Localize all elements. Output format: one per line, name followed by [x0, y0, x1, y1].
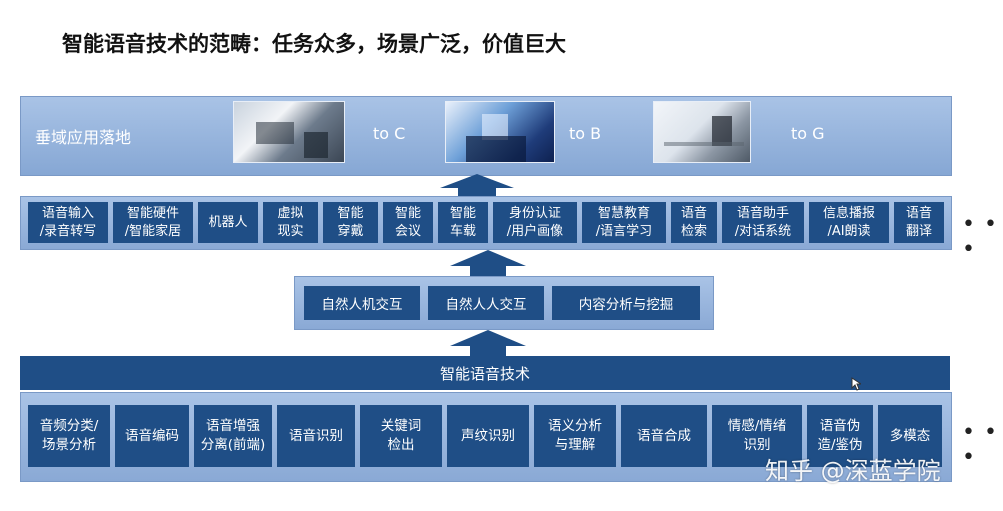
smart-home-photo — [233, 101, 345, 163]
core-tech-box: 语音增强 分离(前端) — [194, 405, 272, 467]
application-row: 语音输入 /录音转写 智能硬件 /智能家居 机器人 虚拟 现实 智能 穿戴 智能… — [20, 196, 952, 250]
core-tech-box: 多模态 — [878, 405, 942, 467]
interaction-box: 内容分析与挖掘 — [552, 286, 700, 320]
core-technology-header: 智能语音技术 — [20, 356, 950, 390]
core-tech-box: 声纹识别 — [447, 405, 529, 467]
target-to-c: to C — [373, 124, 406, 143]
app-box: 智能 穿戴 — [323, 202, 378, 243]
core-tech-box: 语音识别 — [277, 405, 355, 467]
core-tech-box: 情感/情绪 识别 — [712, 405, 802, 467]
app-box: 智能硬件 /智能家居 — [113, 202, 193, 243]
up-arrow-icon — [450, 250, 526, 278]
core-technology-row: 音频分类/ 场景分析 语音编码 语音增强 分离(前端) 语音识别 关键词 检出 … — [20, 392, 952, 482]
core-tech-box: 语义分析 与理解 — [534, 405, 616, 467]
core-tech-box: 音频分类/ 场景分析 — [28, 405, 110, 467]
core-tech-box: 语音伪 造/鉴伪 — [807, 405, 873, 467]
up-arrow-icon — [450, 330, 526, 358]
app-box: 虚拟 现实 — [263, 202, 318, 243]
business-photo — [445, 101, 555, 163]
app-box: 信息播报 /AI朗读 — [809, 202, 889, 243]
up-arrow-icon — [440, 174, 514, 198]
core-tech-box: 语音合成 — [621, 405, 707, 467]
target-to-b: to B — [569, 124, 602, 143]
core-tech-box: 关键词 检出 — [360, 405, 442, 467]
app-box: 语音 翻译 — [894, 202, 944, 243]
app-box: 语音助手 /对话系统 — [722, 202, 804, 243]
app-box: 机器人 — [198, 202, 258, 243]
watermark-text: 知乎 @深蓝学院 — [765, 457, 941, 485]
interaction-box: 自然人机交互 — [304, 286, 420, 320]
target-to-g: to G — [791, 124, 825, 143]
app-box: 语音输入 /录音转写 — [28, 202, 108, 243]
government-photo — [653, 101, 751, 163]
vertical-application-band: 垂域应用落地 to C to B to G — [20, 96, 952, 176]
app-box: 智能 会议 — [383, 202, 433, 243]
core-tech-box: 语音编码 — [115, 405, 189, 467]
interaction-box: 自然人人交互 — [428, 286, 544, 320]
app-box: 智能 车载 — [438, 202, 488, 243]
app-box: 身份认证 /用户画像 — [493, 202, 577, 243]
page-title: 智能语音技术的范畴：任务众多，场景广泛，价值巨大 — [62, 32, 566, 56]
more-apps-ellipsis: • • • — [962, 212, 998, 262]
vertical-label: 垂域应用落地 — [35, 128, 132, 147]
app-box: 智慧教育 /语言学习 — [582, 202, 666, 243]
more-core-ellipsis: • • • — [962, 420, 998, 470]
interaction-row: 自然人机交互 自然人人交互 内容分析与挖掘 — [294, 276, 714, 330]
app-box: 语音 检索 — [671, 202, 717, 243]
mouse-cursor-icon — [851, 377, 861, 391]
